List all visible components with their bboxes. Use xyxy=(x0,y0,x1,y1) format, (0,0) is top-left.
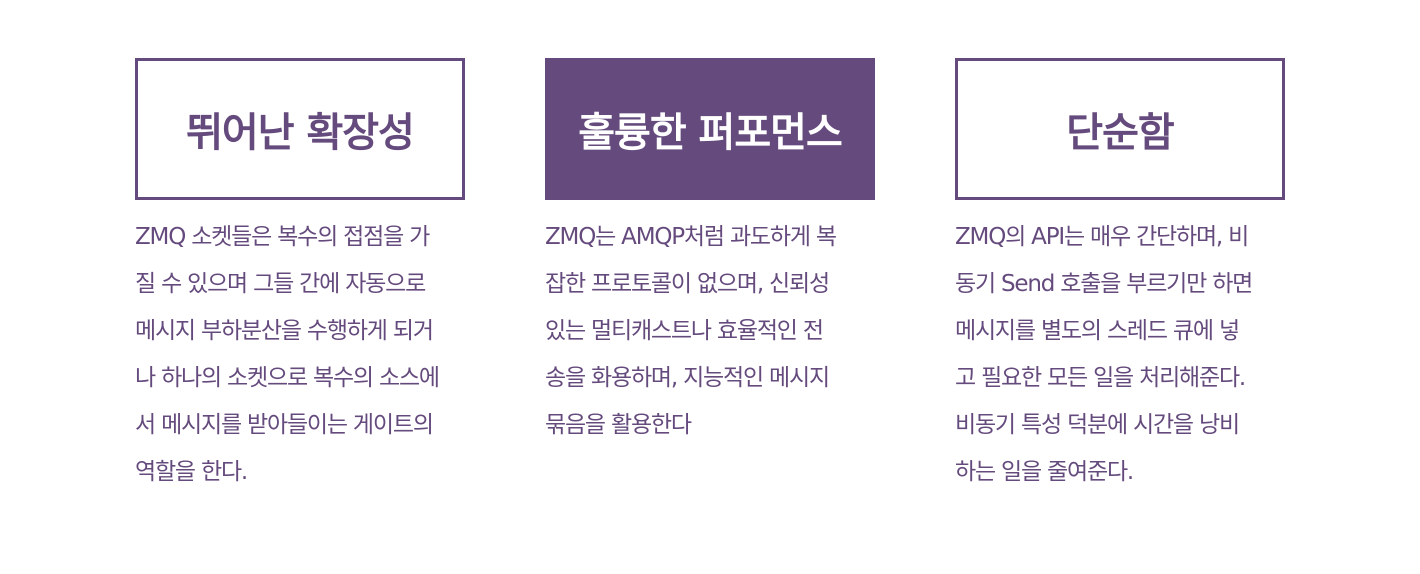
description-line: 메시지 부하분산을 수행하게 되거 xyxy=(135,318,434,344)
feature-description: ZMQ는 AMQP처럼 과도하게 복 잡한 프로토콜이 없으며, 신뢰성 있는 … xyxy=(545,214,879,449)
description-line: 고 필요한 모든 일을 처리해준다. xyxy=(955,365,1246,391)
description-line: 서 메시지를 받아들이는 게이트의 xyxy=(135,412,434,438)
description-line: 동기 Send 호출을 부르기만 하면 xyxy=(955,271,1253,297)
description-line: ZMQ의 API는 매우 간단하며, 비 xyxy=(955,224,1249,250)
description-line: 묶음을 활용한다 xyxy=(545,412,692,438)
description-line: 잡한 프로토콜이 없으며, 신뢰성 xyxy=(545,271,830,297)
description-line: 하는 일을 줄여준다. xyxy=(955,459,1134,485)
feature-performance: 훌륭한 퍼포먼스 ZMQ는 AMQP처럼 과도하게 복 잡한 프로토콜이 없으며… xyxy=(545,58,875,449)
feature-title-box: 훌륭한 퍼포먼스 xyxy=(545,58,875,200)
description-line: 있는 멀티캐스트나 효율적인 전 xyxy=(545,318,824,344)
feature-simplicity: 단순함 ZMQ의 API는 매우 간단하며, 비 동기 Send 호출을 부르기… xyxy=(955,58,1285,496)
feature-title-box: 뛰어난 확장성 xyxy=(135,58,465,200)
description-line: 질 수 있으며 그들 간에 자동으로 xyxy=(135,271,426,297)
feature-description: ZMQ 소켓들은 복수의 접점을 가 질 수 있으며 그들 간에 자동으로 메시… xyxy=(135,214,469,496)
feature-title: 뛰어난 확장성 xyxy=(186,110,415,156)
feature-description: ZMQ의 API는 매우 간단하며, 비 동기 Send 호출을 부르기만 하면… xyxy=(955,214,1289,496)
description-line: 송을 화용하며, 지능적인 메시지 xyxy=(545,365,830,391)
description-line: 역할을 한다. xyxy=(135,459,248,485)
description-line: 메시지를 별도의 스레드 큐에 넣 xyxy=(955,318,1240,344)
description-line: ZMQ 소켓들은 복수의 접점을 가 xyxy=(135,224,430,250)
description-line: ZMQ는 AMQP처럼 과도하게 복 xyxy=(545,224,837,250)
description-line: 비동기 특성 덕분에 시간을 낭비 xyxy=(955,412,1240,438)
feature-title: 단순함 xyxy=(1066,110,1174,156)
feature-title-box: 단순함 xyxy=(955,58,1285,200)
description-line: 나 하나의 소켓으로 복수의 소스에 xyxy=(135,365,440,391)
feature-scalability: 뛰어난 확장성 ZMQ 소켓들은 복수의 접점을 가 질 수 있으며 그들 간에… xyxy=(135,58,465,496)
feature-title: 훌륭한 퍼포먼스 xyxy=(578,110,843,156)
